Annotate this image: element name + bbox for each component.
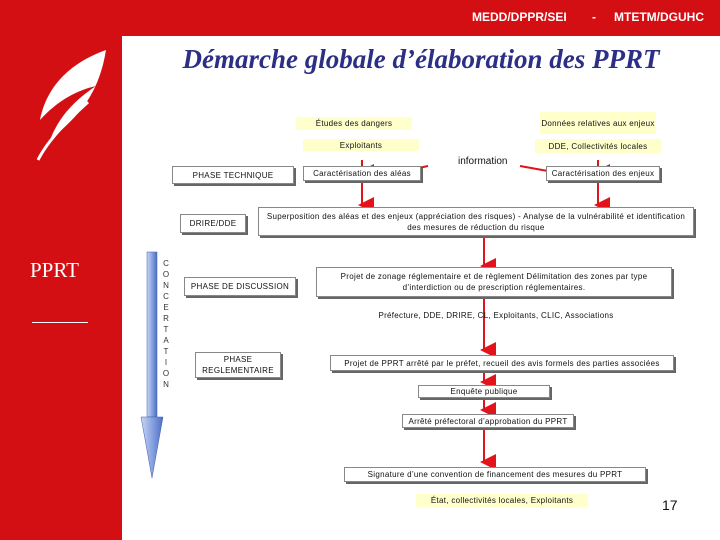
node-signature-convention: Signature d’une convention de financemen… bbox=[344, 467, 646, 482]
node-projet-zonage: Projet de zonage réglementaire et de règ… bbox=[316, 267, 672, 297]
node-etudes-dangers: Études des dangers bbox=[296, 117, 412, 130]
node-caracterisation-aleas: Caractérisation des aléas bbox=[303, 166, 421, 181]
node-financeurs: État, collectivités locales, Exploitants bbox=[416, 494, 588, 507]
sidebar-pprt-label: PPRT bbox=[30, 258, 79, 282]
header-right-org: MTETM/DGUHC bbox=[614, 10, 704, 24]
node-superposition: Superposition des aléas et des enjeux (a… bbox=[258, 207, 694, 236]
header-separator: - bbox=[592, 10, 596, 24]
header-left-org: MEDD/DPPR/SEI bbox=[472, 10, 567, 24]
page-number: 17 bbox=[662, 497, 678, 513]
node-acteurs-discussion: Préfecture, DDE, DRIRE, CL, Exploitants,… bbox=[378, 310, 614, 320]
sidebar-divider bbox=[32, 322, 88, 323]
leaf-logo-icon bbox=[36, 50, 106, 161]
node-caracterisation-enjeux: Caractérisation des enjeux bbox=[546, 166, 660, 181]
phase-reglementaire: PHASE REGLEMENTAIRE bbox=[195, 352, 281, 378]
phase-technique: PHASE TECHNIQUE bbox=[172, 166, 294, 184]
information-label: information bbox=[458, 156, 508, 167]
actor-drire-dde: DRIRE/DDE bbox=[180, 214, 246, 233]
node-arrete-prefectoral: Arrêté préfectoral d’approbation du PPRT bbox=[402, 414, 574, 428]
node-dde-collectivites: DDE, Collectivités locales bbox=[535, 139, 661, 153]
timeline-arrow bbox=[140, 251, 164, 479]
node-enquete-publique: Enquête publique bbox=[418, 385, 550, 398]
phase-discussion: PHASE DE DISCUSSION bbox=[184, 277, 296, 296]
node-exploitants: Exploitants bbox=[303, 139, 419, 151]
node-donnees-enjeux: Données relatives aux enjeux bbox=[540, 112, 656, 134]
node-projet-arrete: Projet de PPRT arrêté par le préfet, rec… bbox=[330, 355, 674, 371]
page-title: Démarche globale d’élaboration des PPRT bbox=[182, 44, 660, 74]
concertation-vertical-label: C O N C E R T A T I O N bbox=[162, 259, 170, 389]
